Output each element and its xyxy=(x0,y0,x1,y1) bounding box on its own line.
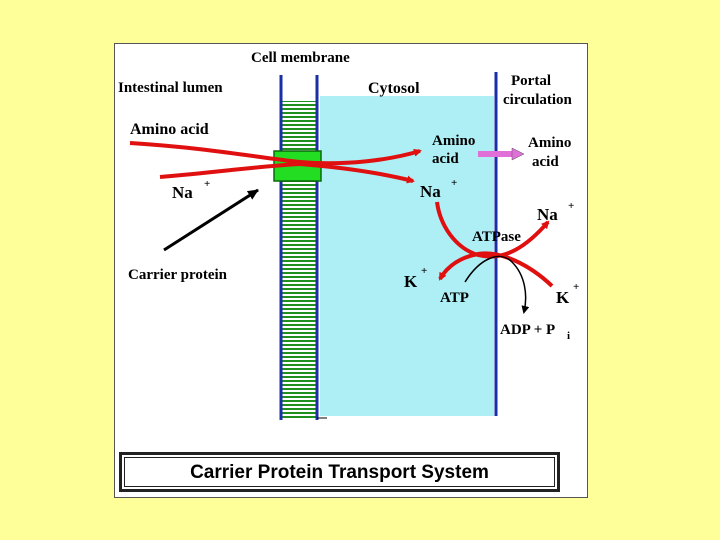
label-pi-subscript: i xyxy=(567,330,570,342)
label-na-lumen: Na xyxy=(172,183,193,202)
label-na-cytosol-plus: + xyxy=(451,177,457,189)
cell-membrane xyxy=(282,101,316,419)
label-na-lumen-plus: + xyxy=(204,178,210,190)
label-k-portal-plus: + xyxy=(573,281,579,293)
label-na-cytosol: Na xyxy=(420,182,441,201)
label-carrier-protein: Carrier protein xyxy=(128,267,228,283)
label-adp-pi: ADP + P xyxy=(500,322,555,338)
label-amino-acid-cytosol-1: Amino xyxy=(432,133,475,149)
label-k-cytosol-plus: + xyxy=(421,265,427,277)
label-intestinal-lumen: Intestinal lumen xyxy=(118,80,223,96)
label-amino-acid-lumen: Amino acid xyxy=(130,121,209,138)
label-portal-line1: Portal xyxy=(511,73,551,89)
label-k-cytosol: K xyxy=(404,272,418,291)
label-atp: ATP xyxy=(440,290,469,306)
label-cytosol: Cytosol xyxy=(368,80,420,97)
label-amino-acid-portal-2: acid xyxy=(532,154,559,170)
amino-acid-export-arrowhead xyxy=(512,148,524,160)
label-cell-membrane: Cell membrane xyxy=(251,50,350,66)
label-na-portal: Na xyxy=(537,205,558,224)
label-amino-acid-cytosol-2: acid xyxy=(432,151,459,167)
label-atpase: ATPase xyxy=(472,229,521,245)
caption-title: Carrier Protein Transport System xyxy=(122,462,557,484)
label-amino-acid-portal-1: Amino xyxy=(528,135,571,151)
label-portal-line2: circulation xyxy=(503,92,573,108)
caption-box: Carrier Protein Transport System xyxy=(119,452,560,492)
label-na-portal-plus: + xyxy=(568,200,574,212)
label-k-portal: K xyxy=(556,288,570,307)
